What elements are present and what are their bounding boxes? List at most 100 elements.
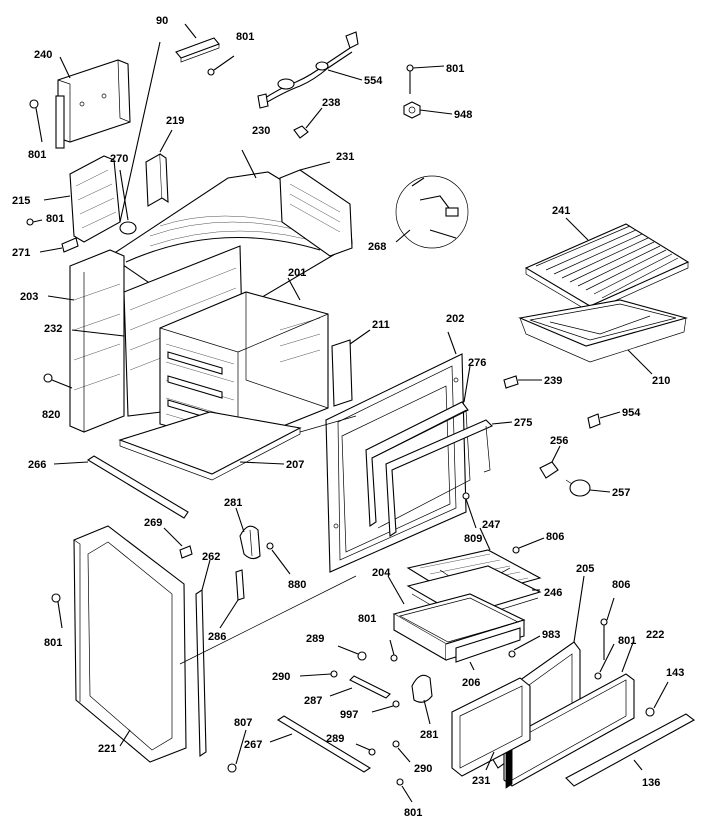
part-136-kick-strip — [565, 713, 696, 787]
part-801-screw-lower-left — [51, 593, 63, 629]
label-90: 90 — [156, 15, 168, 27]
label-997: 997 — [340, 709, 358, 721]
label-231-a: 231 — [336, 151, 354, 163]
label-202: 202 — [446, 313, 464, 325]
label-246: 246 — [544, 587, 562, 599]
label-230: 230 — [252, 125, 270, 137]
label-271: 271 — [12, 247, 30, 259]
part-256-knob-stem — [539, 445, 561, 479]
part-801-screw-top — [207, 55, 235, 76]
label-203: 203 — [20, 291, 38, 303]
part-90-bracket — [175, 23, 220, 63]
label-289-a: 289 — [306, 633, 324, 645]
part-806-screw-a — [512, 537, 545, 554]
part-806-screw-b — [600, 597, 615, 660]
part-809-screw — [462, 492, 477, 529]
part-271-plate — [39, 237, 79, 253]
part-807-screw — [227, 729, 247, 773]
label-221: 221 — [98, 743, 116, 755]
part-983-clip — [508, 635, 541, 658]
label-269: 269 — [144, 517, 162, 529]
part-801-screw-left — [29, 99, 43, 143]
part-269-foot — [163, 527, 193, 559]
label-281-b: 281 — [420, 729, 438, 741]
label-290-b: 290 — [414, 763, 432, 775]
label-270: 270 — [110, 153, 128, 165]
label-262: 262 — [202, 551, 220, 563]
part-281-latch-b — [411, 674, 433, 725]
label-275: 275 — [514, 417, 532, 429]
part-266-strip — [53, 455, 189, 519]
part-221-door — [73, 525, 187, 763]
label-820: 820 — [42, 409, 60, 421]
part-801-screw-bottom — [396, 778, 413, 803]
label-801-g: 801 — [618, 635, 636, 647]
part-267-strip — [269, 715, 372, 773]
label-554: 554 — [364, 75, 383, 87]
part-287-rod — [329, 675, 391, 699]
part-labels: 90 801 240 801 554 801 238 948 219 230 2… — [12, 15, 684, 819]
part-289-clip-a — [337, 645, 367, 661]
part-997-screw — [371, 700, 400, 713]
part-203-left-side — [47, 249, 125, 433]
label-207: 207 — [286, 459, 304, 471]
label-201: 201 — [288, 267, 306, 279]
label-211: 211 — [372, 319, 390, 331]
label-880: 880 — [288, 579, 306, 591]
label-256: 256 — [550, 435, 568, 447]
part-281-hinge-a — [235, 507, 261, 560]
part-289-clip-b — [355, 743, 376, 756]
part-276-gasket — [365, 365, 471, 529]
part-231-drawer-frame — [451, 677, 531, 777]
label-289-b: 289 — [326, 733, 344, 745]
label-239: 239 — [544, 375, 562, 387]
label-241: 241 — [552, 205, 570, 217]
part-241-oven-rack — [524, 217, 690, 313]
label-266: 266 — [28, 459, 46, 471]
part-215-duct — [43, 41, 161, 243]
label-238: 238 — [322, 97, 340, 109]
label-210: 210 — [652, 375, 670, 387]
part-268-detail-circle — [395, 175, 469, 249]
part-801-screw-top-right — [406, 64, 445, 94]
label-205: 205 — [576, 563, 594, 575]
label-231-b: 231 — [472, 775, 490, 787]
label-232: 232 — [44, 323, 62, 335]
label-801-f: 801 — [358, 613, 376, 625]
part-554-wire-harness — [257, 31, 363, 109]
part-210-broiler-pan — [518, 299, 689, 375]
label-267: 267 — [244, 739, 262, 751]
part-286-pin — [219, 569, 245, 629]
label-801-d: 801 — [46, 213, 64, 225]
label-257: 257 — [612, 487, 630, 499]
part-219-bracket — [145, 129, 173, 207]
part-820-screw — [43, 373, 73, 389]
part-290-screw-b — [392, 740, 411, 763]
label-809: 809 — [464, 533, 482, 545]
label-954: 954 — [622, 407, 641, 419]
label-287: 287 — [304, 695, 322, 707]
part-238-clip — [293, 107, 323, 139]
part-211-panel — [331, 329, 371, 407]
label-286: 286 — [208, 631, 226, 643]
part-262-strip — [195, 559, 211, 758]
label-948: 948 — [454, 109, 472, 121]
part-954-clip — [587, 411, 621, 429]
part-240-rear-panel — [55, 56, 131, 149]
label-276: 276 — [468, 357, 486, 369]
label-206: 206 — [462, 677, 480, 689]
label-219: 219 — [166, 115, 184, 127]
label-240: 240 — [34, 49, 52, 61]
label-801-h: 801 — [404, 807, 422, 819]
part-801-screw-side — [26, 218, 43, 226]
label-215: 215 — [12, 195, 30, 207]
part-275-gasket — [385, 419, 513, 537]
label-983: 983 — [542, 629, 560, 641]
part-880-screw — [266, 542, 291, 575]
part-801-screw-right — [594, 643, 615, 680]
part-143-screw — [645, 681, 669, 717]
label-247: 247 — [482, 519, 500, 531]
label-268: 268 — [368, 241, 386, 253]
leader-lines — [179, 415, 357, 665]
